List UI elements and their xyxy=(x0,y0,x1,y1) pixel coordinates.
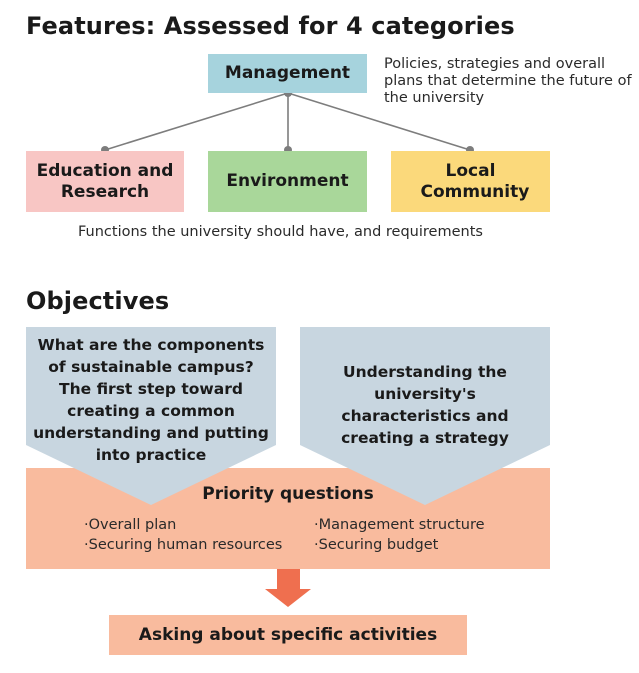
objectives-heading: Objectives xyxy=(26,287,170,315)
category-label: Environment xyxy=(226,171,349,191)
category-local-community: Local Community xyxy=(391,151,550,212)
specific-activities-label: Asking about specific activities xyxy=(138,624,438,645)
management-label: Management xyxy=(224,63,351,83)
category-environment: Environment xyxy=(208,151,367,212)
category-education-research: Education and Research xyxy=(26,151,184,212)
objective-left-text: What are the components of sustainable c… xyxy=(33,336,269,464)
objective-right-text: Understanding the university's character… xyxy=(341,363,509,447)
priority-item: ·Overall plan xyxy=(84,517,177,533)
priority-item: ·Management structure xyxy=(314,517,485,533)
category-label: Education and Research xyxy=(36,160,174,202)
management-box: Management xyxy=(208,54,367,93)
priority-questions-title: Priority questions xyxy=(202,484,374,504)
management-note: Policies, strategies and overall plans t… xyxy=(384,56,632,106)
specific-activities-box: Asking about specific activities xyxy=(109,615,467,655)
features-heading: Features: Assessed for 4 categories xyxy=(26,12,515,40)
category-label: Local Community xyxy=(420,160,530,202)
priority-item: ·Securing human resources xyxy=(84,537,283,553)
functions-caption: Functions the university should have, an… xyxy=(78,224,483,240)
priority-item: ·Securing budget xyxy=(314,537,439,553)
